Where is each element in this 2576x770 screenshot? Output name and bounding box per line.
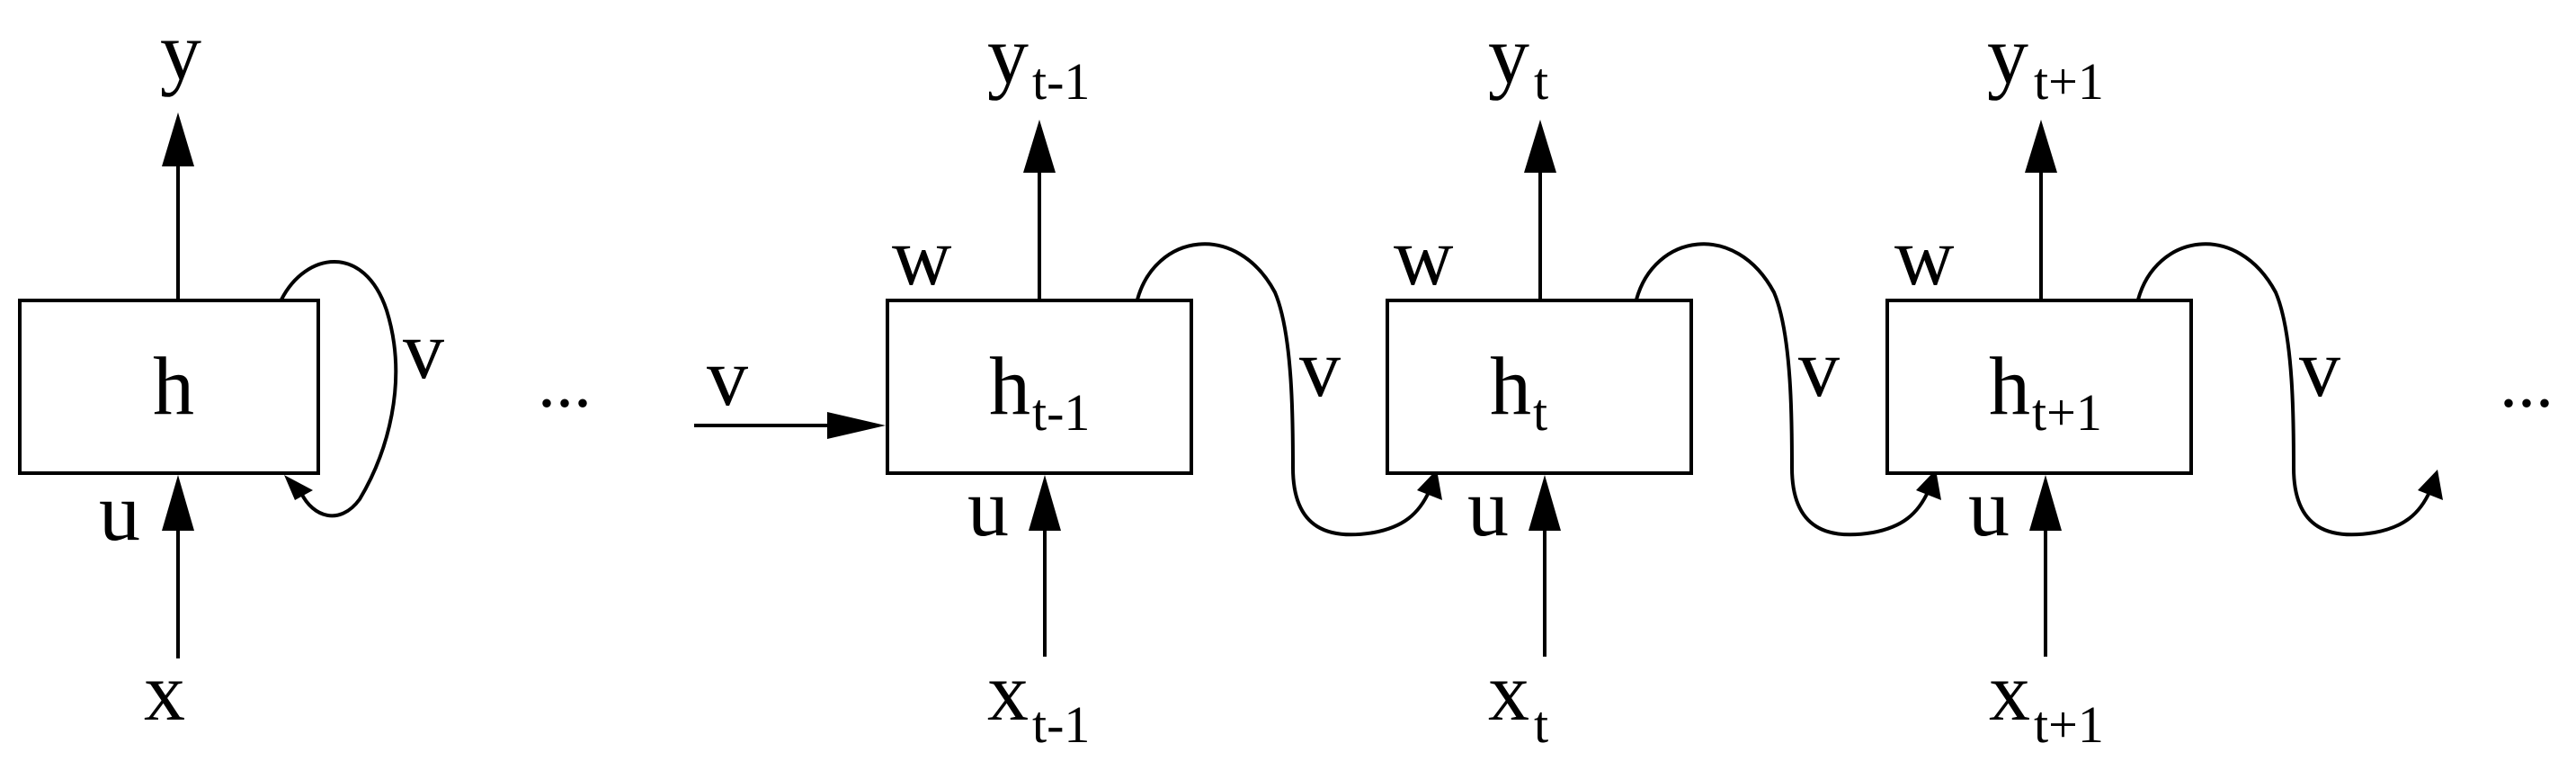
step-output-weight-label: w	[892, 210, 952, 302]
step-hidden-node	[886, 299, 1193, 475]
step-output-label: y	[987, 9, 1029, 101]
folded-recurrent-arrowhead	[284, 475, 313, 500]
step-input-subscript: t-1	[1032, 695, 1090, 754]
step-output-weight-label: w	[1894, 210, 1955, 302]
step-input-label: x	[987, 646, 1029, 738]
step-output-label: y	[1987, 9, 2028, 101]
ellipsis-middle: ...	[538, 344, 592, 423]
step-recurrent-curve	[1635, 242, 1930, 537]
step-hidden-label: h	[1490, 340, 1531, 432]
step-hidden-subscript: t-1	[1032, 383, 1090, 442]
step-t-minus-1: y t-1 w h t-1 v u x t-1	[886, 9, 1442, 754]
step-recurrent-weight-label: v	[2299, 322, 2340, 414]
folded-input-weight-label: u	[99, 466, 140, 558]
step-hidden-subscript: t	[1533, 383, 1547, 442]
step-input-arrowhead	[2029, 475, 2062, 531]
step-recurrent-weight-label: v	[1299, 322, 1341, 414]
step-t: y t w h t v u x t	[1386, 9, 1941, 754]
step-input-subscript: t+1	[2034, 695, 2104, 754]
step-recurrent-weight-label: v	[1798, 322, 1840, 414]
step-input-weight-label: u	[1968, 461, 2010, 553]
folded-input-arrowhead	[162, 475, 194, 531]
step-hidden-node	[1386, 299, 1693, 475]
step-input-weight-label: u	[1467, 461, 1509, 553]
step-output-arrowhead	[2025, 120, 2057, 173]
step-input-label: x	[1989, 646, 2030, 738]
step-input-weight-label: u	[967, 461, 1009, 553]
folded-hidden-label: h	[153, 340, 194, 432]
step-t-plus-1: y t+1 w h t+1 v u x t+1	[1885, 9, 2443, 754]
unfolded-rnn: v y t-1 w h t-1 v u x t-1 y t	[694, 9, 2554, 754]
step-output-label: y	[1488, 9, 1529, 101]
step-recurrent-arrowhead	[2418, 470, 2443, 500]
step-output-subscript: t+1	[2034, 52, 2104, 111]
step-input-subscript: t	[1534, 695, 1548, 754]
step-input-arrowhead	[1529, 475, 1561, 531]
folded-hidden-node	[18, 299, 320, 475]
step-recurrent-arrowhead	[1916, 470, 1941, 500]
folded-recurrent-loop	[280, 260, 398, 518]
folded-recurrent-weight-label: v	[403, 304, 444, 396]
folded-rnn: y h v u x	[18, 5, 444, 738]
step-hidden-subscript: t+1	[2032, 383, 2102, 442]
incoming-weight-label: v	[707, 331, 748, 423]
ellipsis-end: ...	[2500, 344, 2554, 423]
step-output-subscript: t	[1534, 52, 1548, 111]
step-hidden-node	[1885, 299, 2193, 475]
folded-output-arrowhead	[162, 112, 194, 166]
step-output-subscript: t-1	[1032, 52, 1090, 111]
folded-input-label: x	[144, 646, 185, 738]
step-input-arrowhead	[1029, 475, 1061, 531]
folded-output-label: y	[160, 5, 201, 97]
step-hidden-label: h	[1989, 340, 2030, 432]
step-hidden-label: h	[989, 340, 1030, 432]
step-recurrent-curve	[2136, 242, 2432, 537]
incoming-arrowhead	[827, 412, 886, 439]
step-output-weight-label: w	[1394, 210, 1454, 302]
step-recurrent-curve	[1136, 242, 1431, 537]
step-input-label: x	[1488, 646, 1529, 738]
step-output-arrowhead	[1023, 120, 1056, 173]
step-recurrent-arrowhead	[1417, 470, 1442, 500]
step-output-arrowhead	[1524, 120, 1556, 173]
